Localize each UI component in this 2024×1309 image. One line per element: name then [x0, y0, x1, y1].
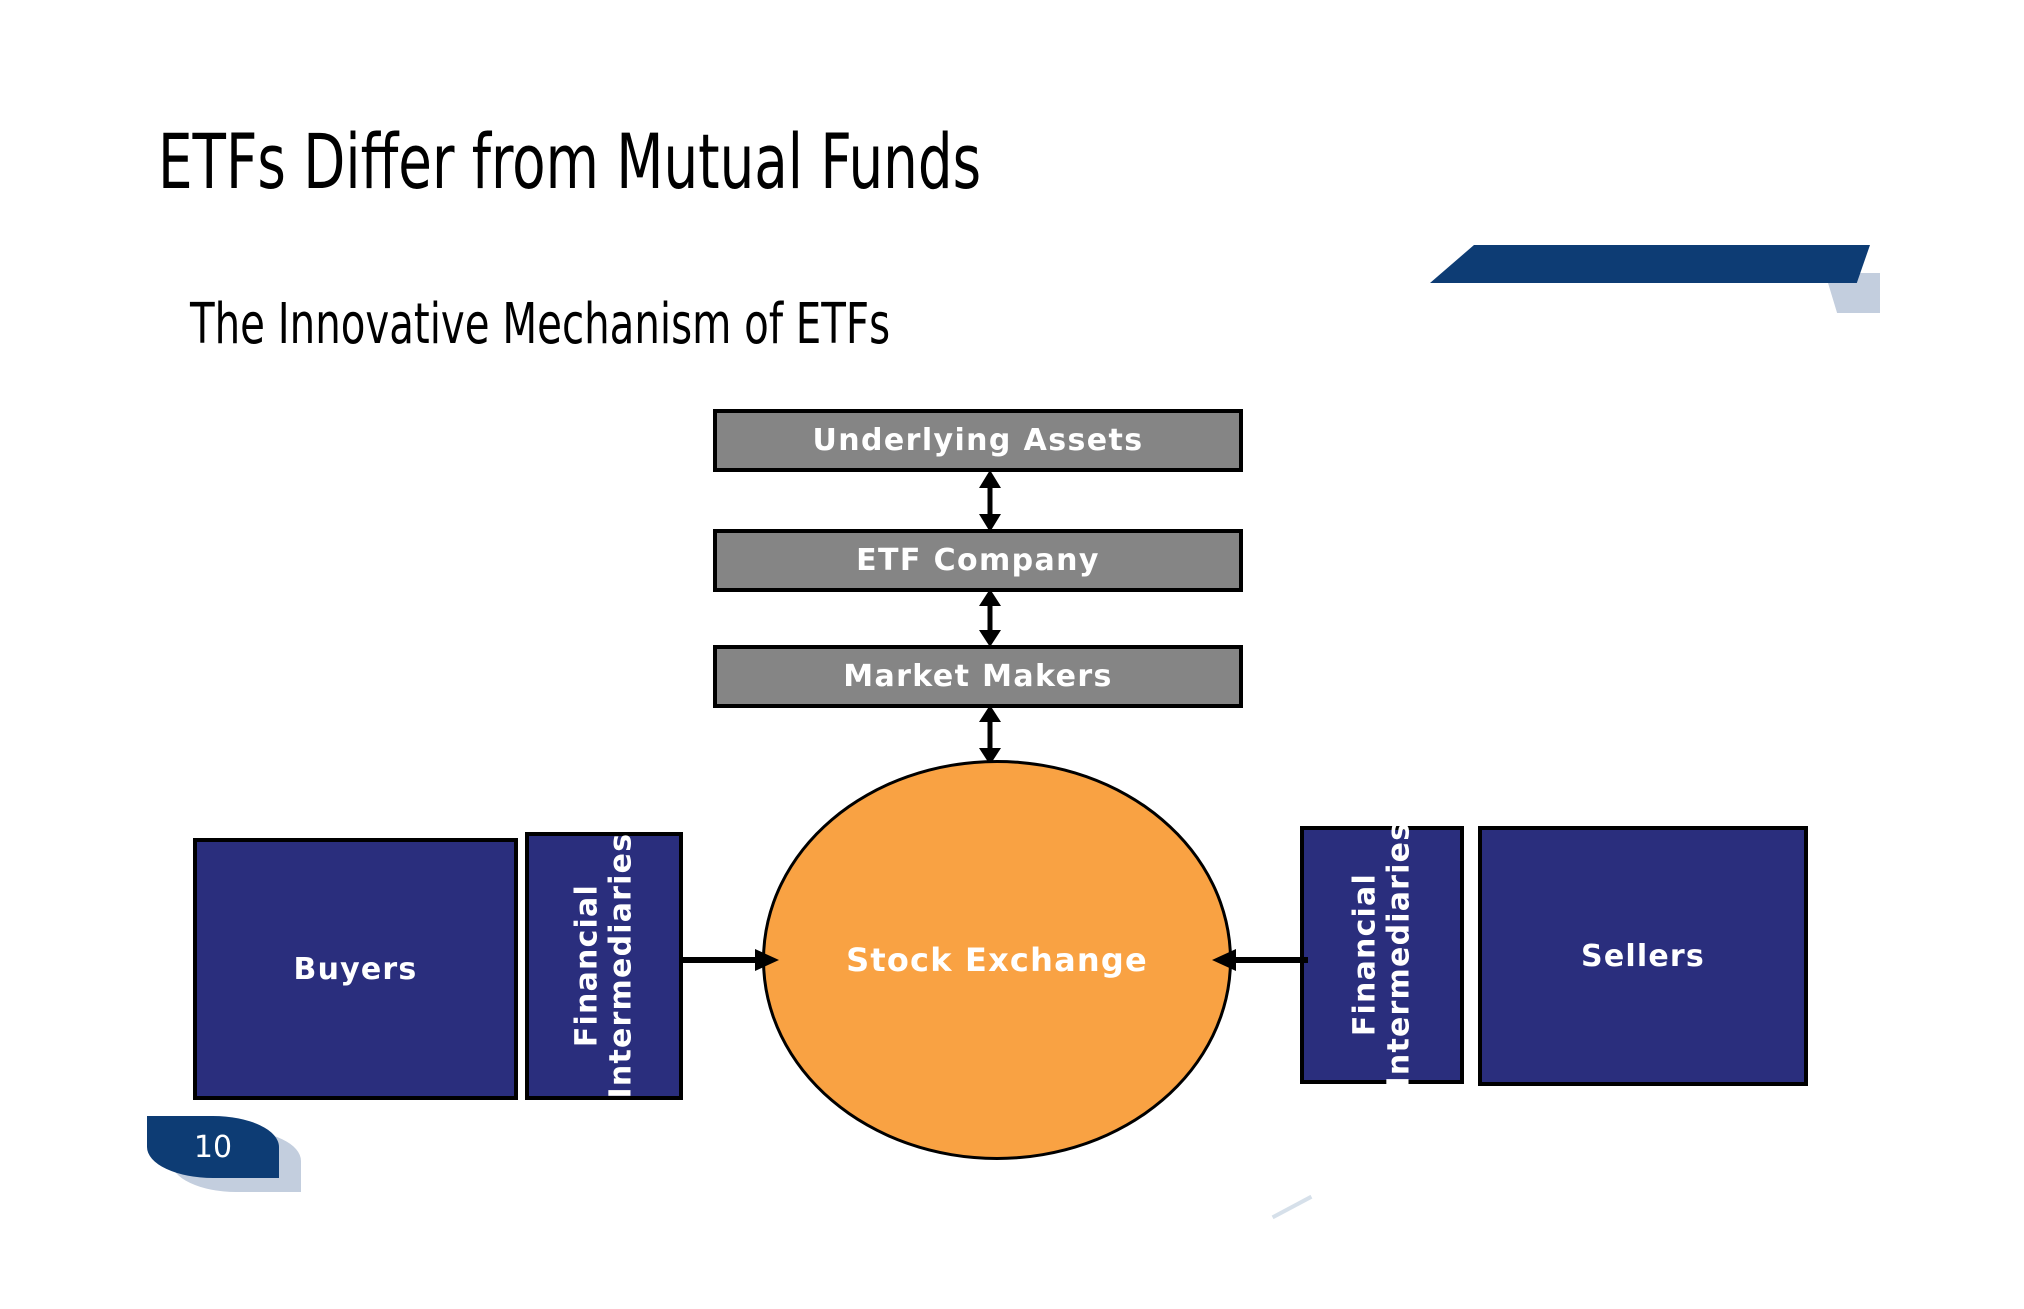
connector-market-makers-to-stock-exchange	[967, 705, 1013, 765]
node-etf-company-label: ETF Company	[856, 543, 1100, 578]
node-market-makers-label: Market Makers	[843, 659, 1113, 694]
connector-buyers-intermediaries-to-stock-exchange	[683, 937, 779, 983]
fi-right-line1: Financial	[1347, 873, 1383, 1037]
connector-etf-company-to-market-makers	[967, 589, 1013, 647]
node-sellers-label: Sellers	[1581, 938, 1705, 974]
node-stock-exchange: Stock Exchange	[762, 760, 1232, 1160]
node-financial-intermediaries-right: Financial Intermediaries	[1300, 822, 1464, 1088]
decorative-diagonal-mark	[1271, 1194, 1313, 1220]
fi-left-line1: Financial	[569, 884, 605, 1048]
node-financial-intermediaries-left: Financial Intermediaries	[525, 832, 683, 1100]
node-sellers: Sellers	[1478, 826, 1808, 1086]
node-underlying-assets-label: Underlying Assets	[812, 423, 1144, 458]
fi-left-line2: Intermediaries	[603, 833, 639, 1099]
page-leaf-shape: 10	[147, 1116, 279, 1178]
node-buyers: Buyers	[193, 838, 518, 1100]
connector-sellers-intermediaries-to-stock-exchange	[1212, 937, 1308, 983]
decorative-banner	[1430, 245, 1900, 315]
node-buyers-label: Buyers	[293, 951, 418, 987]
fi-right-line2: Intermediaries	[1381, 822, 1417, 1088]
node-financial-intermediaries-left-label: Financial Intermediaries	[569, 833, 639, 1099]
connector-underlying-assets-to-etf-company	[967, 470, 1013, 532]
node-etf-company: ETF Company	[713, 529, 1243, 592]
node-underlying-assets: Underlying Assets	[713, 409, 1243, 472]
slide-title: ETFs Differ from Mutual Funds	[158, 117, 982, 206]
node-financial-intermediaries-right-label: Financial Intermediaries	[1347, 822, 1417, 1088]
slide-subtitle: The Innovative Mechanism of ETFs	[190, 292, 891, 357]
page-number-badge: 10	[145, 1110, 305, 1200]
node-market-makers: Market Makers	[713, 645, 1243, 708]
node-stock-exchange-label: Stock Exchange	[846, 941, 1148, 979]
page-number-text: 10	[193, 1129, 233, 1165]
banner-bar-shape	[1430, 245, 1870, 283]
